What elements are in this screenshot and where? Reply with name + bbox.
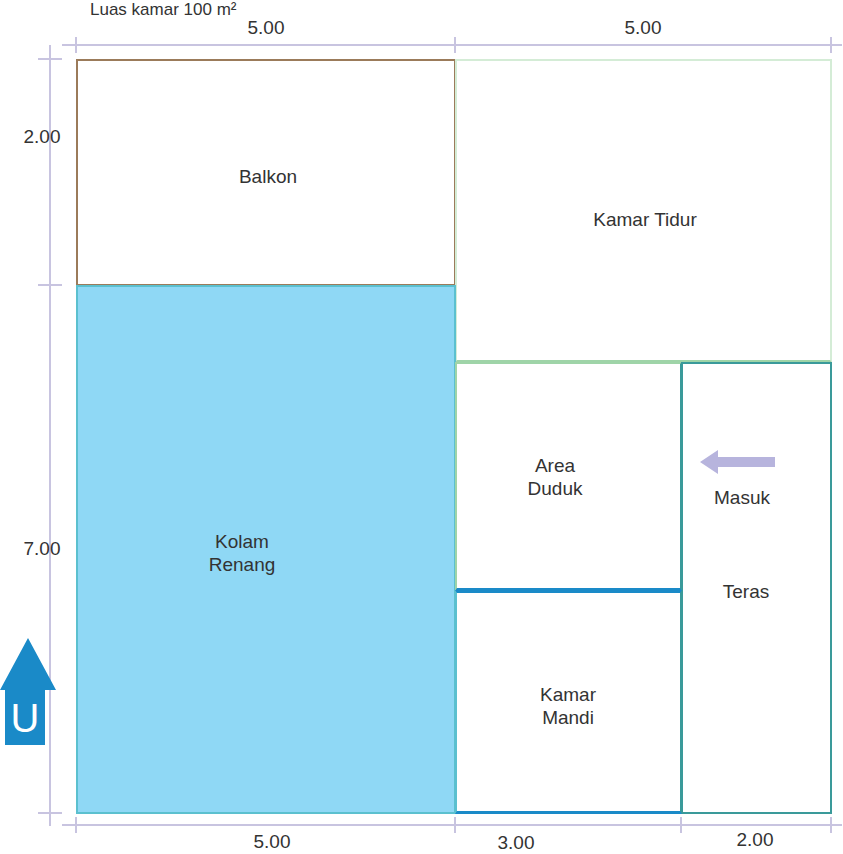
- room-box: MasukTeras: [681, 362, 832, 814]
- entrance-arrow: [700, 450, 775, 474]
- room-name: Kamar Mandi: [523, 684, 613, 730]
- room-name: Area Duduk: [510, 455, 600, 501]
- room-box: Kamar Mandi: [455, 590, 682, 814]
- room-name: Kamar Tidur: [593, 209, 696, 232]
- room-box: Area Duduk: [455, 362, 682, 591]
- dimension-label: 2.00: [737, 829, 774, 851]
- area-note: Luas kamar 100 m²: [90, 0, 236, 20]
- dimension-label: 5.00: [248, 17, 285, 39]
- room-name: Teras: [723, 581, 769, 604]
- room-box: Balkon: [76, 59, 456, 286]
- room-box: Kolam Renang: [76, 285, 456, 814]
- room-name: Kolam Renang: [187, 531, 297, 577]
- north-letter: U: [11, 696, 40, 741]
- dimension-label: 2.00: [24, 126, 61, 148]
- dimension-label: 5.00: [254, 831, 291, 853]
- room-name: Balkon: [239, 166, 297, 189]
- dimension-label: 5.00: [625, 17, 662, 39]
- dimension-label: 3.00: [498, 832, 535, 854]
- dimension-label: 7.00: [24, 538, 61, 560]
- north-arrow: [0, 638, 56, 745]
- room-box: Kamar Tidur: [455, 59, 832, 363]
- room-name: Masuk: [714, 487, 770, 510]
- dimension-lines: [38, 37, 842, 833]
